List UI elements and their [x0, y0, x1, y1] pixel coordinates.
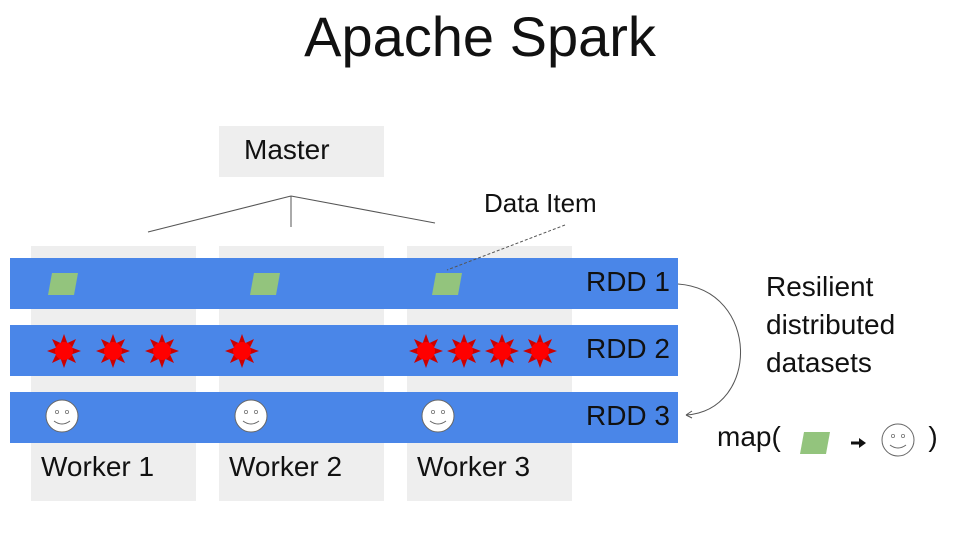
- smiley-icon: [421, 399, 455, 433]
- master-connectors: [147, 195, 436, 233]
- sun-icon: [523, 334, 557, 368]
- data-item-icon: [48, 273, 78, 295]
- master-label: Master: [244, 134, 330, 165]
- description-line: datasets: [766, 347, 872, 378]
- map-output-icon: [881, 423, 915, 457]
- data-item-pointer: [446, 224, 566, 271]
- map-input-icon: [800, 432, 830, 454]
- sun-icon: [447, 334, 481, 368]
- map-prefix: map(: [717, 421, 781, 452]
- map-suffix: ): [928, 421, 938, 452]
- data-item-icon: [250, 273, 280, 295]
- rdd-label: RDD 3: [585, 400, 670, 431]
- rdd-label: RDD 1: [585, 266, 670, 297]
- rdd-label: RDD 2: [585, 333, 670, 364]
- connector-line: [290, 195, 436, 224]
- worker-label: Worker 2: [229, 451, 343, 482]
- rdd-band-1: RDD 1: [10, 258, 678, 309]
- arrowhead-icon: [685, 410, 693, 419]
- worker-label: Worker 3: [417, 451, 531, 482]
- map-transform-arc: [677, 283, 741, 416]
- description-line: Resilient: [766, 271, 874, 302]
- rdd-band-3: RDD 3: [10, 392, 678, 443]
- worker-label: Worker 1: [41, 451, 155, 482]
- sun-icon: [47, 334, 81, 368]
- data-item-icon: [432, 273, 462, 295]
- sun-icon: [96, 334, 130, 368]
- sun-icon: [485, 334, 519, 368]
- connector-line: [147, 195, 292, 233]
- sun-icon: [145, 334, 179, 368]
- rdd-description: Resilient distributed datasets: [766, 268, 895, 382]
- sun-icon: [409, 334, 443, 368]
- master-node: Master: [219, 126, 384, 177]
- smiley-icon: [234, 399, 268, 433]
- description-line: distributed: [766, 309, 896, 340]
- smiley-icon: [45, 399, 79, 433]
- sun-icon: [225, 334, 259, 368]
- map-expression: map( ): [717, 421, 938, 453]
- data-item-label: Data Item: [484, 188, 597, 218]
- arrow-right-icon: [851, 438, 866, 448]
- diagram-title: Apache Spark: [304, 5, 656, 68]
